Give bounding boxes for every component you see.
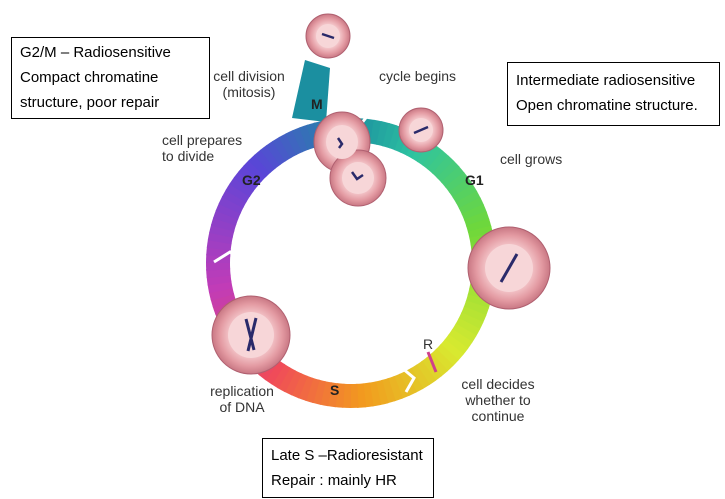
s-line2: Repair : mainly HR <box>271 468 425 493</box>
g2m-line2: Compact chromatine <box>20 65 201 90</box>
mitosis-exit-arrow <box>292 60 330 122</box>
continue-text: continue <box>450 408 546 424</box>
of-dna-text: of DNA <box>200 399 284 415</box>
cell-s <box>212 296 290 374</box>
replication-text: replication <box>200 383 284 399</box>
phase-r-label: R <box>423 336 433 352</box>
phase-g1-label: G1 <box>465 172 484 188</box>
g1-line1: Intermediate radiosensitive <box>516 68 711 93</box>
phase-g2-label: G2 <box>242 172 261 188</box>
mitosis-text: (mitosis) <box>204 84 294 100</box>
cell-prepares-label: cell prepares to divide <box>162 132 242 164</box>
cell-division-label: cell division (mitosis) <box>204 68 294 100</box>
cell-g1-large <box>468 227 550 309</box>
g2m-info-box: G2/M – Radiosensitive Compact chromatine… <box>11 37 210 119</box>
phase-m-label: M <box>311 96 323 112</box>
s-line1: Late S –Radioresistant <box>271 443 425 468</box>
g2m-line1: G2/M – Radiosensitive <box>20 40 201 65</box>
cell-g1-small <box>399 108 443 152</box>
g1-line2: Open chromatine structure. <box>516 93 711 118</box>
s-info-box: Late S –Radioresistant Repair : mainly H… <box>262 438 434 498</box>
phase-s-label: S <box>330 382 339 398</box>
g1-info-box: Intermediate radiosensitive Open chromat… <box>507 62 720 126</box>
cell-prepares-text: cell prepares <box>162 132 242 148</box>
whether-to-text: whether to <box>450 392 546 408</box>
cycle-begins-label: cycle begins <box>379 68 456 84</box>
to-divide-text: to divide <box>162 148 242 164</box>
replication-label: replication of DNA <box>200 383 284 415</box>
cell-decides-label: cell decides whether to continue <box>450 376 546 424</box>
cell-grows-label: cell grows <box>500 151 562 167</box>
cell-decides-text: cell decides <box>450 376 546 392</box>
cell-top <box>306 14 350 58</box>
g2m-line3: structure, poor repair <box>20 90 201 115</box>
cell-division-text: cell division <box>204 68 294 84</box>
